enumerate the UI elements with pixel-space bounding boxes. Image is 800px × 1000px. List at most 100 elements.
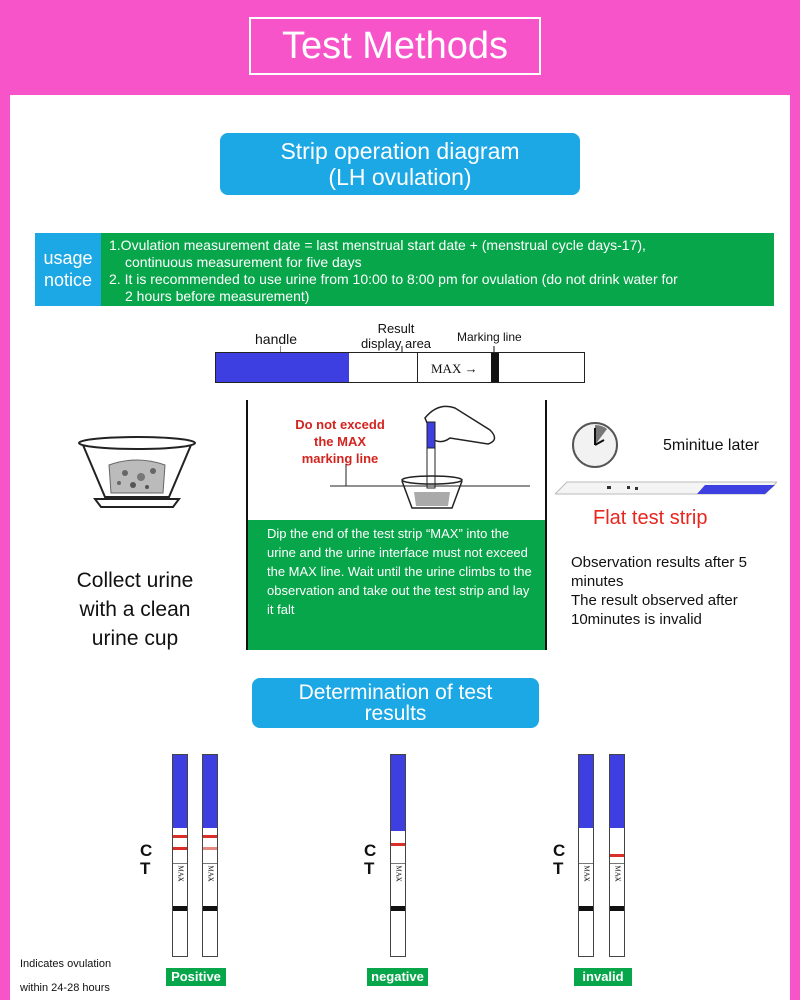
negative-strip: MAX↓ [390, 754, 406, 957]
strip-handle [391, 755, 405, 831]
five-minute-later-label: 5minitue later [663, 437, 760, 454]
result-area-label-line2: display area [360, 336, 432, 351]
clock-icon [572, 422, 618, 468]
invalid-strip-1: MAX↓ [578, 754, 594, 957]
c-label-positive: C [140, 841, 153, 860]
positive-strip-2: MAX↓ [202, 754, 218, 957]
usage-item1-line2: continuous measurement for five days [125, 254, 362, 270]
strip-max-text: MAX [582, 865, 591, 882]
observation-line1: Observation results after 5 minutes [571, 554, 747, 590]
strip-handle [579, 755, 593, 828]
positive-label: Positive [166, 968, 226, 986]
warn-line1: Do not excedd [295, 417, 385, 432]
negative-label: negative [367, 968, 428, 986]
section2-title-line1: Determination of test [298, 681, 493, 704]
collect-line3: urine cup [91, 627, 179, 650]
strip-marking-line [173, 906, 187, 911]
strip-max-marker: MAX↓ [174, 865, 186, 882]
c-label-negative: C [364, 841, 377, 860]
collect-line2: with a clean [79, 598, 191, 621]
usage-notice-label: usage notice [35, 233, 101, 306]
test-line [173, 847, 187, 850]
strip-marking-line [610, 906, 624, 911]
collect-line1: Collect urine [76, 569, 194, 592]
strip-marking-line [491, 353, 499, 382]
urine-cup-illustration [78, 436, 196, 508]
strip-handle [610, 755, 624, 828]
flat-test-strip-label: Flat test strip [593, 507, 708, 529]
strip-max-text: MAX [176, 865, 185, 882]
strip-separator [173, 863, 187, 864]
positive-strip-1: MAX↓ [172, 754, 188, 957]
strip-divider [417, 353, 418, 382]
test-line [203, 847, 217, 850]
arrow-down-icon: ↓ [584, 874, 588, 882]
collect-urine-text: Collect urine with a clean urine cup [55, 566, 215, 653]
observation-line2: The result observed after 10minutes is i… [571, 592, 738, 628]
ovulation-note-line2: within 24-28 hours [20, 982, 110, 994]
arrow-down-icon: ↓ [208, 874, 212, 882]
marking-line-label: Marking line [457, 330, 522, 344]
strip-separator [203, 863, 217, 864]
arrow-down-icon: ↓ [396, 874, 400, 882]
ovulation-note-line1: Indicates ovulation [20, 958, 112, 970]
strip-max-text: MAX [206, 865, 215, 882]
usage-item2-line2: 2 hours before measurement) [125, 288, 310, 304]
control-line [173, 835, 187, 838]
control-line [203, 835, 217, 838]
warn-line2: the MAX [314, 434, 366, 449]
strip-marking-line [391, 906, 405, 911]
strip-separator [391, 863, 405, 864]
strip-separator [610, 863, 624, 864]
warn-line3: marking line [301, 451, 379, 466]
result-area-label: Result display area [350, 321, 442, 351]
invalid-strip-2: MAX↓ [609, 754, 625, 957]
usage-item1-line1: 1.Ovulation measurement date = last mens… [109, 237, 646, 253]
observation-text: Observation results after 5 minutes The … [571, 553, 781, 629]
arrow-right-icon: → [464, 361, 478, 376]
t-label-negative: T [364, 859, 375, 878]
strip-max-marker: MAX↓ [580, 865, 592, 882]
c-label-invalid: C [553, 841, 566, 860]
strip-max-text: MAX [613, 865, 622, 882]
strip-max-marker: MAX↓ [204, 865, 216, 882]
strip-separator [579, 863, 593, 864]
t-label-positive: T [140, 859, 151, 878]
t-label-invalid: T [553, 859, 564, 878]
strip-handle [173, 755, 187, 828]
usage-item2-line1: 2. It is recommended to use urine from 1… [109, 271, 678, 287]
dip-strip-illustration [330, 405, 530, 509]
strip-max-text: MAX [431, 361, 462, 376]
strip-max-marker: MAX↓ [392, 865, 404, 882]
usage-label-line1: usage [43, 248, 93, 268]
strip-max-marker: MAX → [431, 361, 478, 377]
column-divider-left [246, 400, 248, 650]
arrow-down-icon: ↓ [615, 874, 619, 882]
ovulation-note: Indicates ovulation within 24-28 hours [20, 952, 111, 1000]
usage-label-line2: notice [43, 270, 93, 290]
section-title-line1: Strip operation diagram [280, 138, 520, 164]
result-area-label-line1: Result [377, 321, 415, 336]
strip-diagram: MAX → [215, 352, 585, 383]
flat-strip-illustration [555, 481, 777, 495]
strip-handle [216, 353, 349, 382]
column-divider-right [545, 400, 547, 650]
dip-instructions: Dip the end of the test strip “MAX” into… [248, 520, 545, 650]
page-title: Test Methods [249, 17, 541, 75]
section2-title-line2: results [364, 702, 427, 725]
handle-label: handle [255, 331, 298, 347]
usage-notice-box: 1.Ovulation measurement date = last mens… [101, 233, 774, 306]
arrow-down-icon: ↓ [178, 874, 182, 882]
invalid-label: invalid [574, 968, 632, 986]
control-line [391, 843, 405, 846]
section-title-strip-operation: Strip operation diagram (LH ovulation) [220, 133, 580, 195]
strip-max-marker: MAX↓ [611, 865, 623, 882]
strip-max-text: MAX [394, 865, 403, 882]
strip-marking-line [579, 906, 593, 911]
section-title-determination: Determination of test results [252, 678, 539, 728]
strip-marking-line [203, 906, 217, 911]
max-warning-text: Do not excedd the MAX marking line [286, 416, 394, 467]
section-title-line2: (LH ovulation) [328, 164, 472, 190]
strip-handle [203, 755, 217, 828]
test-line [610, 854, 624, 857]
